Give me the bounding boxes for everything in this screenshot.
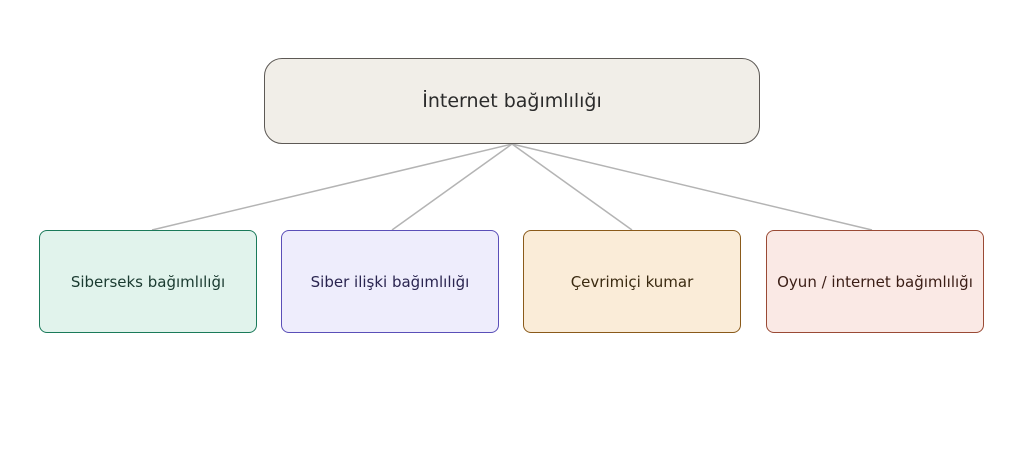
connector-siberseks	[151, 143, 513, 231]
connector-oyun-internet	[511, 143, 873, 231]
child-node-label: Siberseks bağımlılığı	[70, 272, 226, 291]
child-node-siber-iliski: Siber ilişki bağımlılığı	[281, 230, 499, 333]
child-node-cevrimici-kumar: Çevrimiçi kumar	[523, 230, 741, 333]
connector-siber-iliski	[391, 143, 513, 231]
child-node-label: Oyun / internet bağımlılığı	[777, 272, 973, 291]
connector-cevrimici-kumar	[511, 143, 633, 231]
root-node-label: İnternet bağımlılığı	[422, 90, 602, 112]
child-node-label: Siber ilişki bağımlılığı	[310, 272, 470, 291]
child-node-siberseks: Siberseks bağımlılığı	[39, 230, 257, 333]
child-node-oyun-internet: Oyun / internet bağımlılığı	[766, 230, 984, 333]
root-node-internet-bagimliligi: İnternet bağımlılığı	[264, 58, 760, 144]
child-node-label: Çevrimiçi kumar	[570, 272, 694, 291]
